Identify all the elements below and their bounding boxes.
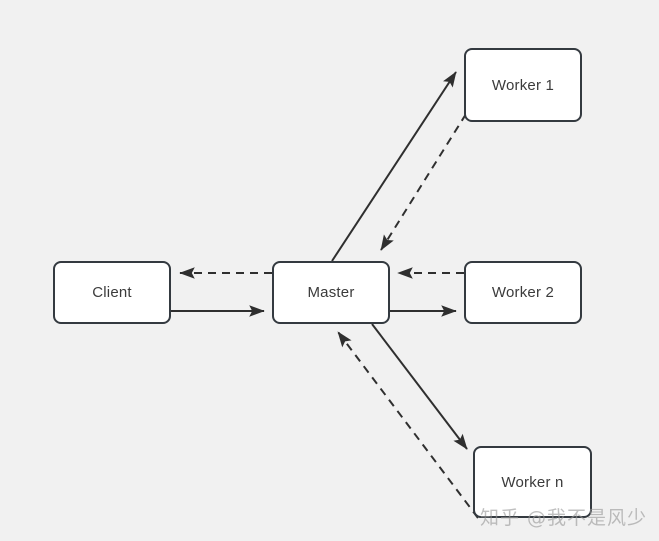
edge-master-to-workern [371, 323, 468, 450]
node-worker-1-label: Worker 1 [491, 76, 555, 94]
edge-master-to-worker1 [331, 71, 457, 262]
node-master-label: Master [307, 284, 355, 301]
edge-worker1-to-master [380, 113, 467, 251]
node-client[interactable]: Client [53, 261, 171, 324]
node-worker-n[interactable]: Worker n [473, 446, 592, 518]
node-client-label: Client [92, 284, 132, 301]
node-worker-2[interactable]: Worker 2 [464, 261, 582, 324]
node-worker-n-label: Worker n [501, 473, 564, 491]
node-worker-2-label: Worker 2 [491, 284, 555, 301]
node-master[interactable]: Master [272, 261, 390, 324]
node-worker-1[interactable]: Worker 1 [464, 48, 582, 122]
edge-workern-to-master [337, 331, 479, 519]
